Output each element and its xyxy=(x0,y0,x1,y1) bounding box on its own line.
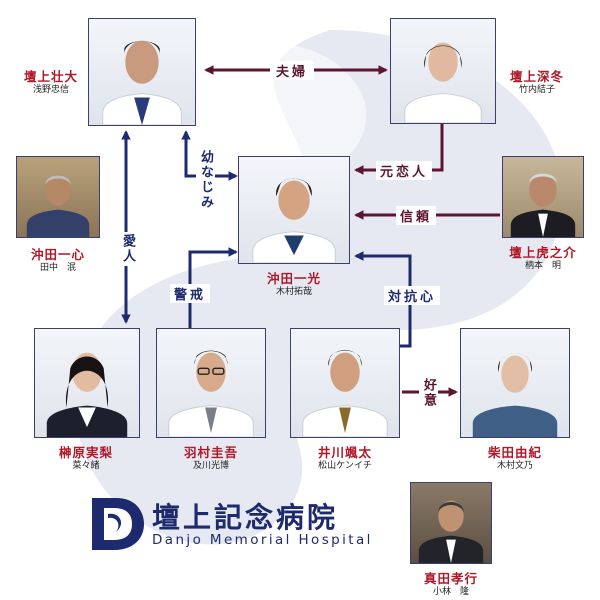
name-ikawa-futa: 井川颯太 xyxy=(317,445,372,460)
hospital-name-en: Danjo Memorial Hospital xyxy=(152,532,373,548)
portrait-doctor-icon xyxy=(168,350,254,437)
relation-osananajimi: 幼なじみ xyxy=(196,148,215,212)
name-danjo-toranosuke: 壇上虎之介 xyxy=(509,245,577,260)
actor-sakakibara-miri: 菜々緒 xyxy=(72,461,100,471)
portrait-nurse-icon xyxy=(472,353,558,437)
background-swirl-inner xyxy=(200,43,367,182)
name-sakakibara-miri: 榊原実梨 xyxy=(58,445,113,460)
photo-sakakibara-miri xyxy=(34,328,140,438)
actor-danjo-mifuyu: 竹内結子 xyxy=(518,85,555,95)
relation-koui: 好意 xyxy=(419,376,438,410)
relation-motokoibito: 元恋人 xyxy=(376,161,433,180)
relation-shinrai: 信頼 xyxy=(396,206,437,225)
actor-danjo-souta: 浅野忠信 xyxy=(32,85,69,95)
actor-shibata-yuki: 木村文乃 xyxy=(496,461,533,471)
hospital-name-jp: 壇上記念病院 xyxy=(152,501,339,534)
name-danjo-mifuyu: 壇上深冬 xyxy=(509,69,564,84)
photo-ikawa-futa xyxy=(290,328,400,438)
photo-sanada-takayuki xyxy=(410,482,492,564)
relation-fuufu: 夫婦 xyxy=(270,61,315,80)
name-okita-isshin: 沖田一心 xyxy=(30,247,85,262)
photo-danjo-toranosuke xyxy=(502,156,584,238)
portrait-elder-icon xyxy=(510,173,576,237)
photo-hamura-keigo xyxy=(156,328,266,438)
hospital-logo: 壇上記念病院 Danjo Memorial Hospital xyxy=(86,494,386,554)
actor-danjo-toranosuke: 柄本 明 xyxy=(524,261,561,271)
portrait-man-icon xyxy=(418,500,484,563)
relation-taikoushin: 対抗心 xyxy=(384,286,441,305)
photo-shibata-yuki xyxy=(460,328,570,438)
actor-okita-kazumitsu: 木村拓哉 xyxy=(275,287,312,297)
portrait-elder-icon xyxy=(26,174,90,237)
photo-okita-isshin xyxy=(16,156,100,238)
portrait-doctor-icon xyxy=(404,42,482,123)
photo-danjo-souta xyxy=(88,18,196,126)
portrait-woman-icon xyxy=(46,352,128,437)
actor-okita-isshin: 田中 泯 xyxy=(39,263,76,273)
arrow-osananajimi xyxy=(181,130,238,181)
name-shibata-yuki: 柴田由紀 xyxy=(487,445,542,460)
name-danjo-souta: 壇上壮大 xyxy=(23,69,78,84)
photo-danjo-mifuyu xyxy=(390,18,496,124)
relation-keikai: 警戒 xyxy=(170,284,211,303)
actor-ikawa-futa: 松山ケンイチ xyxy=(318,461,372,471)
relation-aijin: 愛人 xyxy=(118,232,137,266)
name-okita-kazumitsu: 沖田一光 xyxy=(266,271,321,286)
name-hamura-keigo: 羽村圭吾 xyxy=(183,445,238,460)
actor-hamura-keigo: 及川光博 xyxy=(192,461,229,471)
photo-okita-kazumitsu xyxy=(238,156,350,264)
hospital-d-logo-icon xyxy=(92,498,144,550)
portrait-doctor-icon xyxy=(302,350,388,437)
portrait-doctor-icon xyxy=(252,178,336,263)
name-sanada-takayuki: 真田孝行 xyxy=(423,571,478,586)
portrait-doctor-icon xyxy=(102,40,182,125)
actor-sanada-takayuki: 小林 隆 xyxy=(432,587,469,597)
